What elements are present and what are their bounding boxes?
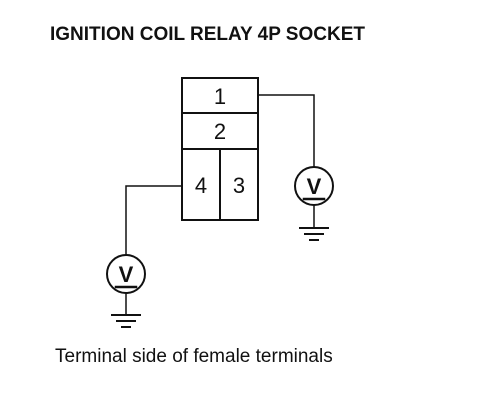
voltmeter-icon (106, 254, 146, 294)
diagram-title: IGNITION COIL RELAY 4P SOCKET (50, 24, 365, 45)
voltmeter-symbol: V (307, 174, 322, 199)
voltmeter-icon (294, 166, 334, 206)
terminal-2-label: 2 (214, 119, 226, 144)
wire-terminal-4 (125, 185, 183, 256)
ground-icon (111, 314, 141, 328)
terminal-1-label: 1 (214, 84, 226, 109)
ground-icon (299, 227, 329, 241)
terminal-4-label: 4 (195, 173, 207, 198)
diagram-caption: Terminal side of female terminals (55, 346, 333, 367)
terminal-3-label: 3 (233, 173, 245, 198)
voltmeter-symbol: V (119, 262, 134, 287)
wire-terminal-1 (257, 94, 315, 168)
